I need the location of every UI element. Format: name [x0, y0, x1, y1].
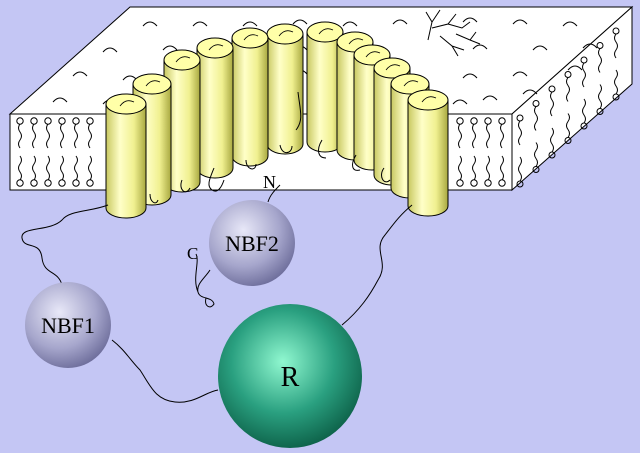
lipid-tail	[582, 62, 586, 88]
helix-cylinder	[196, 37, 234, 179]
lipid-front-rows	[16, 117, 506, 187]
lipid-tail	[18, 155, 22, 181]
lipid-tail	[534, 142, 538, 167]
strand-n-terminus	[267, 184, 281, 203]
lipid-tail	[32, 123, 36, 149]
lipid-tail	[500, 155, 504, 181]
loop-under-6	[318, 139, 327, 159]
loop-under-9	[295, 91, 302, 131]
lipid-head-arc	[452, 99, 468, 105]
lipid-head-arc	[162, 45, 178, 51]
lipid-tail	[500, 123, 504, 149]
loop-under-7	[352, 154, 361, 171]
strand-c-terminus	[195, 253, 215, 308]
lipid-tail	[60, 123, 64, 149]
nbf2-label: NBF2	[225, 231, 279, 256]
glycosylation-branch	[425, 9, 481, 57]
lipid-tail	[566, 113, 570, 138]
lipid-head-arc	[582, 43, 598, 49]
transmembrane-helices	[105, 21, 449, 219]
lipid-tail	[458, 123, 462, 149]
nbf1-label: NBF1	[41, 313, 95, 338]
helix-cylinder	[306, 21, 344, 153]
lipid-tail	[60, 155, 64, 181]
lipid-head-arc	[482, 95, 498, 101]
lipid-head-arc	[72, 71, 88, 77]
lipid-head-arc	[532, 45, 548, 51]
lipid-head-arc	[292, 19, 308, 25]
lipid-tail	[486, 123, 490, 149]
lipid-head-arc	[392, 19, 408, 25]
loop-under-3	[208, 167, 225, 192]
lipid-head-arc	[242, 21, 258, 27]
lipid-head-arc	[102, 47, 118, 53]
lipid-tail	[472, 155, 476, 181]
polypeptide-strands	[21, 91, 413, 403]
lipid-tail	[598, 84, 602, 109]
lipid-head-arc	[342, 21, 358, 27]
lipid-tail	[18, 123, 22, 149]
r-domain: R	[218, 304, 362, 448]
loop-under-4	[245, 159, 257, 170]
helix-cylinder	[105, 93, 147, 219]
lipid-head-arc	[472, 44, 488, 50]
lipid-head-arc	[512, 19, 528, 25]
lipid-tail	[88, 123, 92, 149]
lipid-tail	[518, 120, 522, 146]
lipid-heads-top	[52, 17, 598, 105]
lipid-tail	[74, 123, 78, 149]
nbf2-domain: NBF2	[209, 200, 295, 286]
lipid-tail	[32, 155, 36, 181]
lipid-tail	[614, 33, 618, 59]
lipid-tail	[74, 155, 78, 181]
lipid-tail	[486, 155, 490, 181]
r-domain-label: R	[281, 362, 300, 393]
n-terminus-label: N	[263, 172, 276, 192]
lipid-tail	[598, 48, 602, 73]
nbf1-domain: NBF1	[25, 282, 111, 368]
c-terminus-label: C	[187, 244, 198, 263]
lipid-head-arc	[192, 21, 208, 27]
lipid-head-arc	[462, 17, 478, 23]
loop-under-8	[381, 167, 391, 183]
lipid-tail	[614, 69, 618, 95]
lipid-tail	[534, 106, 538, 131]
lipid-head-arc	[142, 21, 158, 27]
strand-r-to-tm12	[341, 204, 413, 326]
lipid-head-arc	[462, 73, 478, 79]
lipid-head-arc	[52, 97, 68, 103]
loop-under-5	[279, 144, 293, 154]
lipid-tail	[550, 91, 554, 117]
lipid-tail	[582, 98, 586, 124]
strand-nbf1-to-r	[111, 339, 219, 403]
lipid-tail	[518, 156, 522, 182]
membrane-side-face	[511, 5, 633, 192]
lipid-head-arc	[512, 71, 528, 77]
lipid-head-arc	[567, 65, 583, 71]
lipid-tail	[46, 123, 50, 149]
lipid-tail	[566, 77, 570, 102]
helix-cylinder	[163, 49, 201, 193]
lipid-tail	[550, 127, 554, 153]
lipid-head-arc	[562, 21, 578, 27]
loop-under-2	[180, 179, 191, 193]
strand-tm1-to-nbf1	[21, 204, 109, 286]
lipid-side-rows	[516, 27, 620, 188]
lipid-head-arc	[522, 89, 538, 95]
helix-cylinder	[231, 27, 269, 167]
lipid-tail	[88, 155, 92, 181]
helix-cylinder	[407, 89, 449, 217]
helix-cylinder	[266, 23, 304, 155]
lipid-tail	[458, 155, 462, 181]
lipid-tail	[472, 123, 476, 149]
lipid-tail	[46, 155, 50, 181]
loop-under-1	[149, 193, 159, 204]
